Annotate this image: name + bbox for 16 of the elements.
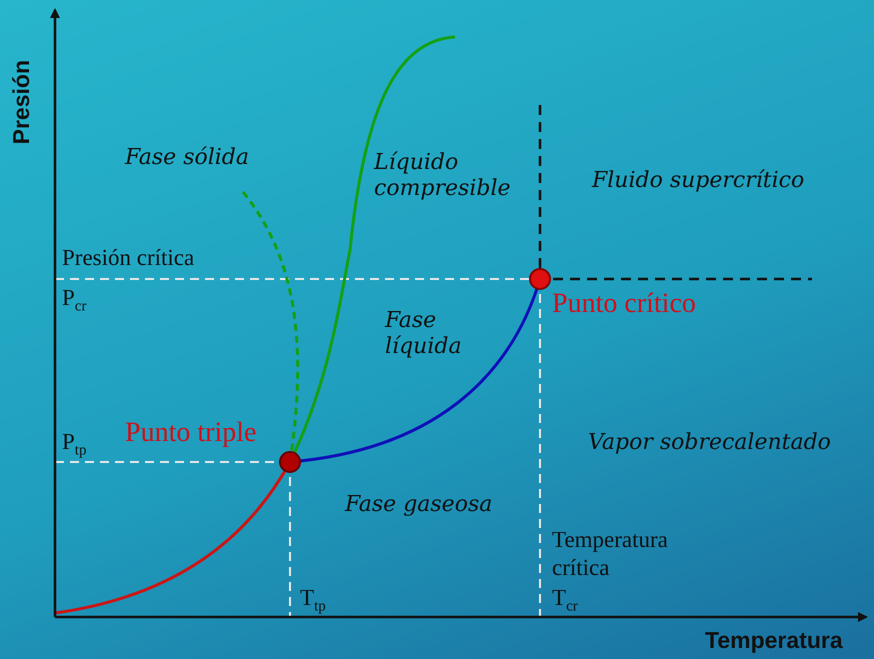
axis-title: Presión (8, 60, 35, 144)
axis-value-label: Temperatura crítica (552, 526, 669, 582)
region-label: Vapor sobrecalentado (588, 430, 831, 456)
region-label: Fluido supercrítico (592, 168, 804, 194)
axis-value-label: Presión crítica (62, 244, 194, 272)
axis-value-label: P$_{tp}$ (62, 428, 86, 460)
axis-value-label: P$_{cr}$ (62, 284, 86, 316)
point-label: Punto triple (125, 416, 256, 450)
region-label: Fase sólida (125, 145, 249, 172)
axis-title: Temperatura (705, 627, 843, 655)
axis-value-label: T$_{cr}$ (552, 584, 578, 616)
axis-value-label: T$_{tp}$ (300, 584, 326, 616)
region-label: Fase gaseosa (345, 492, 492, 518)
point-label: Punto crítico (552, 287, 696, 321)
region-label: Líquido compresible (374, 150, 512, 203)
region-label: Fase líquida (385, 308, 463, 361)
